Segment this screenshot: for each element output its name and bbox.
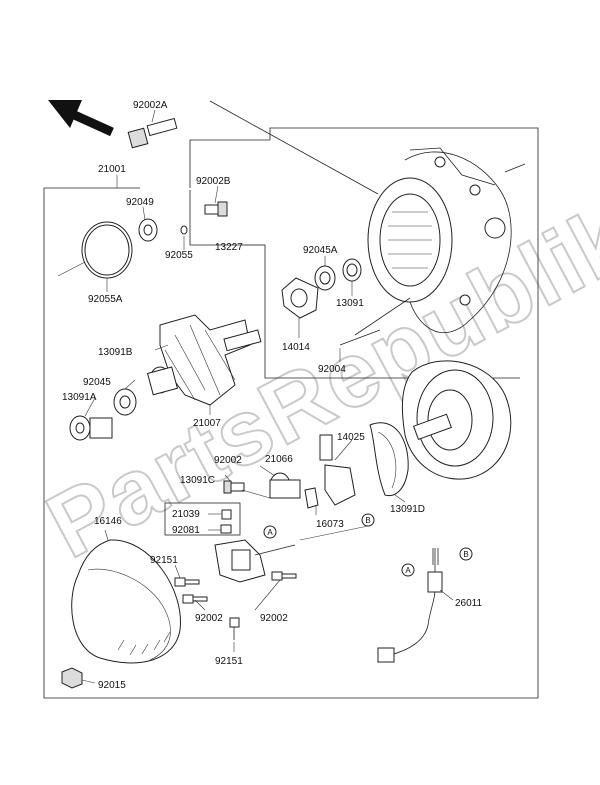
label-92004: 92004 — [318, 364, 346, 375]
reference-b-lower: B — [459, 547, 473, 561]
label-92002-top: 92002 — [214, 455, 242, 466]
label-13091c: 13091C — [180, 475, 215, 486]
label-13091a: 13091A — [62, 392, 97, 403]
svg-text:A: A — [405, 566, 411, 575]
label-92002a: 92002A — [133, 100, 168, 111]
spring-21039 — [221, 509, 232, 520]
o-ring-92055a — [81, 221, 133, 279]
shaft-92004 — [339, 297, 411, 346]
label-92151-bottom: 92151 — [215, 656, 243, 667]
label-92002b: 92002B — [196, 176, 231, 187]
label-13091b: 13091B — [98, 347, 133, 358]
reference-a-upper: A — [263, 525, 277, 539]
label-16073: 16073 — [316, 519, 344, 530]
screw-92151-upper — [174, 577, 200, 587]
bolt-92002b — [204, 201, 228, 217]
brush-holder — [214, 539, 296, 583]
screw-92002-bottom-left — [182, 594, 208, 604]
label-14025: 14025 — [337, 432, 365, 443]
circlip-92055 — [180, 225, 188, 235]
collar-13091 — [342, 258, 362, 282]
label-92002-bottom-left: 92002 — [195, 613, 223, 624]
screw-92002-bottom-right — [271, 571, 297, 581]
harness-26011 — [377, 548, 443, 663]
reference-a-lower: A — [401, 563, 415, 577]
leader-lines — [57, 109, 454, 684]
reference-b-upper: B — [361, 513, 375, 527]
spring-92081 — [220, 524, 232, 534]
nut-92015 — [61, 667, 83, 689]
label-92055: 92055 — [165, 250, 193, 261]
label-21066: 21066 — [265, 454, 293, 465]
stator-cover — [367, 147, 512, 333]
label-92015: 92015 — [98, 680, 126, 691]
part-labels: 92002A 21001 92002B 92049 13227 92055 92… — [62, 100, 483, 691]
seal-92045a — [314, 265, 336, 291]
regulator-16073 — [304, 434, 356, 509]
label-92045a: 92045A — [303, 245, 338, 256]
label-21007: 21007 — [193, 418, 221, 429]
bolt-92002a — [127, 117, 178, 149]
label-92081: 92081 — [172, 525, 200, 536]
bearing-92049 — [138, 218, 158, 242]
svg-text:B: B — [365, 516, 370, 525]
label-92151-top: 92151 — [150, 555, 178, 566]
label-26011: 26011 — [455, 598, 483, 609]
bolt-92002-upper — [223, 480, 245, 494]
svg-text:A: A — [267, 528, 273, 537]
spring-group-frame — [164, 502, 241, 536]
plate-14014 — [281, 277, 319, 319]
label-13227: 13227 — [215, 242, 243, 253]
svg-text:B: B — [463, 550, 468, 559]
bearing-92045 — [113, 388, 137, 416]
label-21039: 21039 — [172, 509, 200, 520]
rotor-21007 — [146, 314, 262, 406]
brush-21066 — [269, 472, 301, 499]
label-92045: 92045 — [83, 377, 111, 388]
label-21001: 21001 — [98, 164, 126, 175]
label-92002-bottom-right: 92002 — [260, 613, 288, 624]
label-13091d: 13091D — [390, 504, 425, 515]
collar-13091a — [69, 415, 113, 441]
front-direction-arrow-icon — [48, 100, 114, 137]
screw-92151-bottom — [229, 617, 240, 640]
label-13091: 13091 — [336, 298, 364, 309]
cover-16146 — [71, 539, 181, 664]
label-92049: 92049 — [126, 197, 154, 208]
rear-housing — [401, 360, 512, 480]
label-14014: 14014 — [282, 342, 310, 353]
label-92055a: 92055A — [88, 294, 123, 305]
brush-plate-14025 — [369, 422, 409, 497]
label-16146: 16146 — [94, 516, 122, 527]
